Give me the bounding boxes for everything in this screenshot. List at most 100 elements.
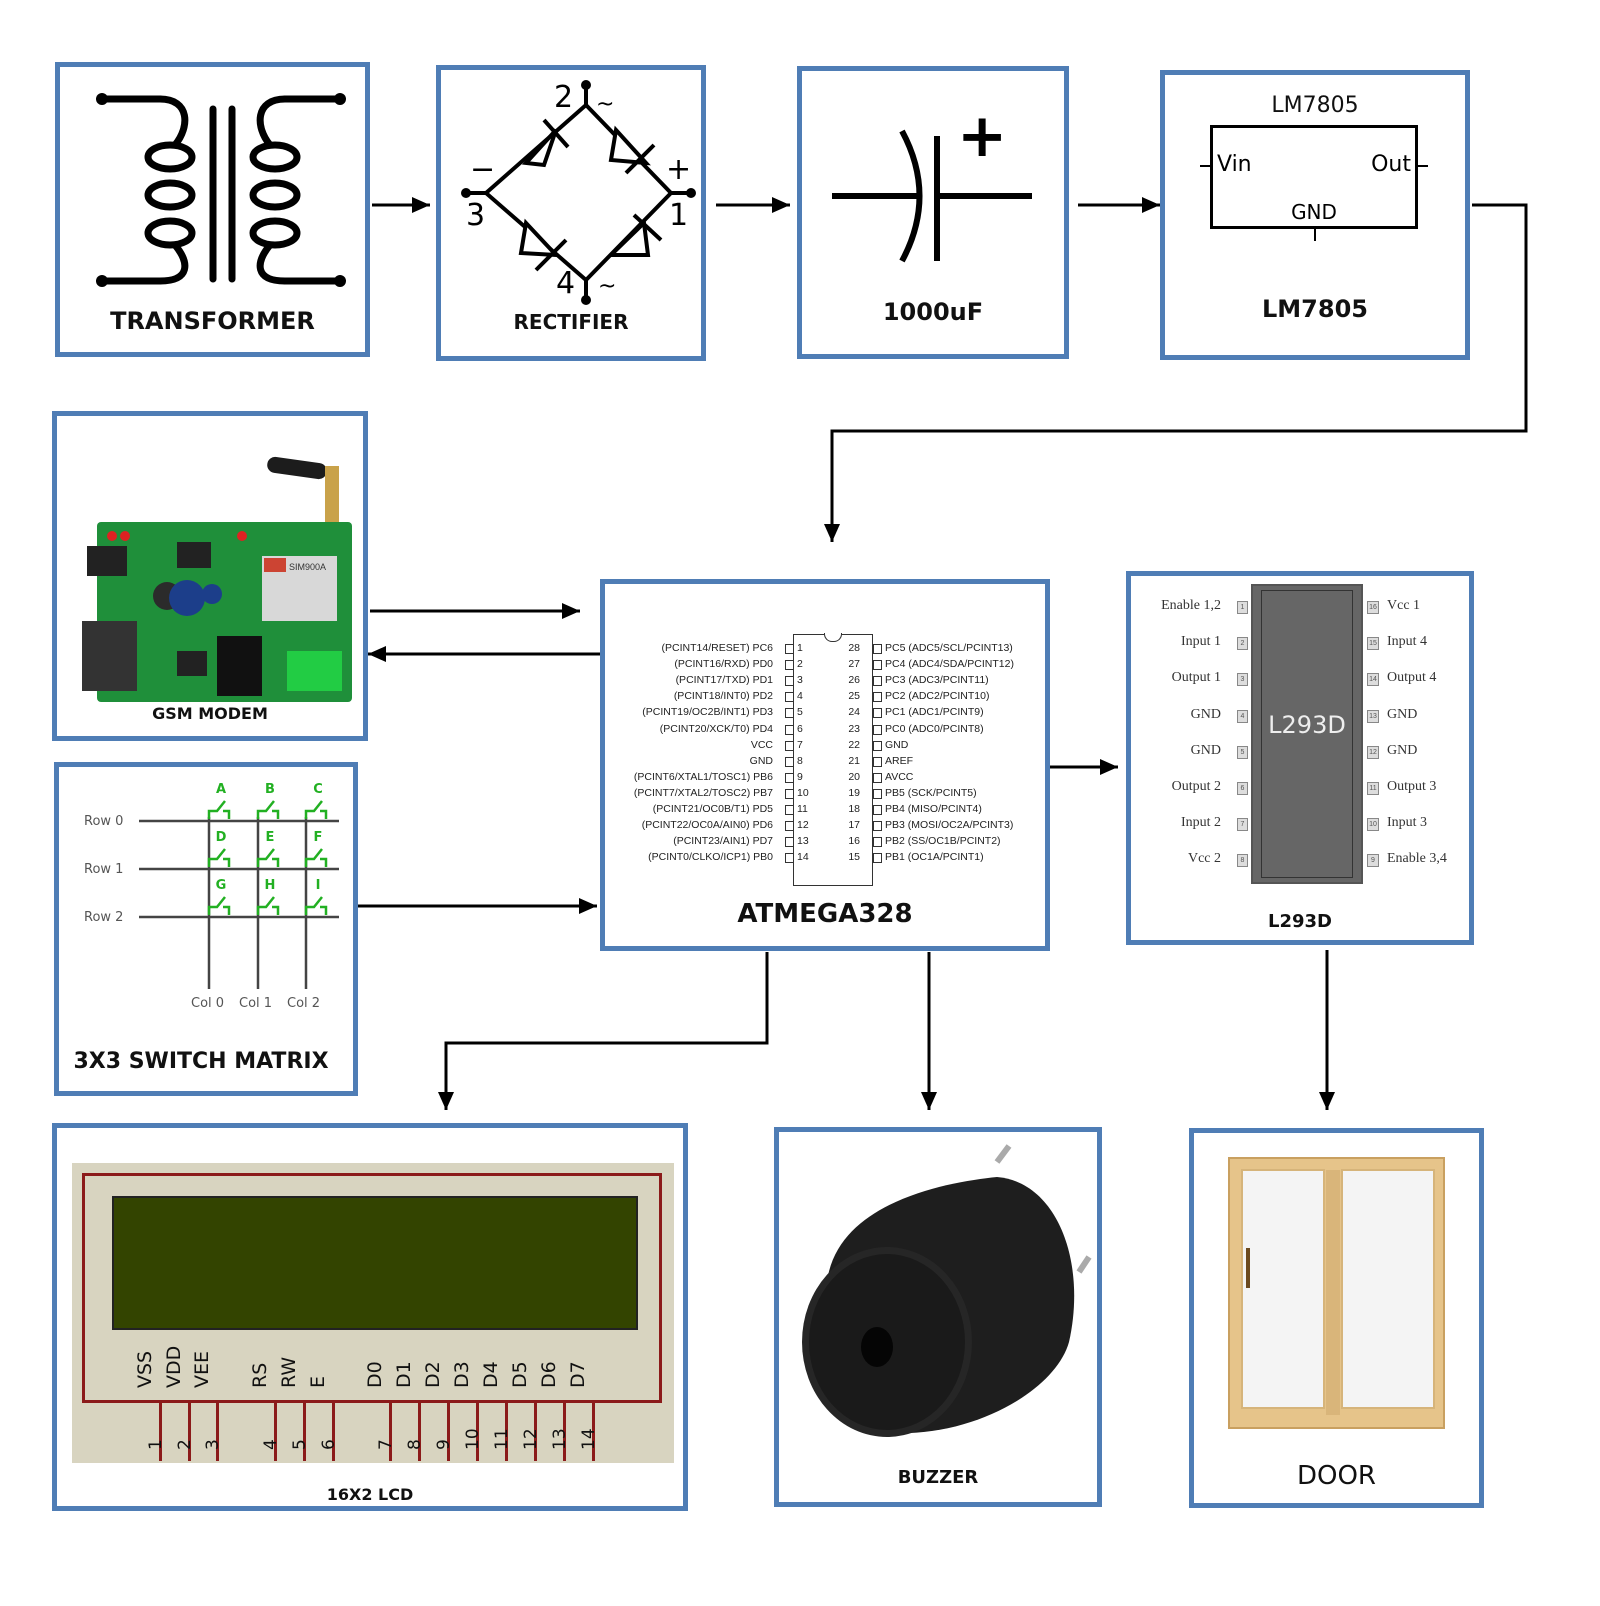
mcu-chip-body <box>793 633 873 886</box>
driver-pin-name: Input 3 <box>1387 815 1428 831</box>
mcu-pin-name: (PCINT18/INT0) PD2 <box>673 690 773 703</box>
lcd-pin-name: VEE <box>191 1350 213 1388</box>
driver-pin-name: Output 4 <box>1387 670 1437 686</box>
l293d-chip-text: L293D <box>1268 711 1346 739</box>
lcd-pin-lead <box>216 1403 219 1461</box>
lcd-pin-number: 4 <box>261 1439 281 1450</box>
arrow-regulator-mcu <box>824 203 1528 542</box>
mcu-pin-pad <box>785 724 794 735</box>
key-label: F <box>314 830 323 845</box>
mcu-pin-number: 10 <box>797 786 809 799</box>
mcu-pin-number: 3 <box>797 674 803 687</box>
key-switch <box>207 800 231 819</box>
mcu-pin-number: 1 <box>797 642 803 654</box>
gsm-label: GSM MODEM <box>152 704 268 723</box>
mcu-pin-number: 24 <box>848 706 860 719</box>
lcd-pin-lead <box>389 1403 392 1461</box>
regulator-label: LM7805 <box>1262 295 1368 323</box>
driver-pin-number: 2 <box>1237 637 1248 651</box>
rectifier-minus: − <box>470 152 495 187</box>
lcd-pin-name: D1 <box>393 1361 415 1388</box>
lcd-pin-name: RW <box>278 1356 300 1388</box>
driver-pin-name: Output 1 <box>1171 670 1221 686</box>
lcd-screen <box>112 1196 638 1330</box>
rectifier-pin-4: 4 <box>556 266 575 301</box>
lcd-pin-lead <box>332 1403 335 1461</box>
mcu-pin-number: 17 <box>848 819 860 832</box>
driver-pin-number: 12 <box>1367 745 1379 759</box>
lcd-pin-lead <box>418 1403 421 1461</box>
driver-pin-number: 15 <box>1367 637 1379 651</box>
mcu-pin-name: (PCINT22/OC0A/AIN0) PD6 <box>641 819 773 832</box>
lcd-pin-name: D3 <box>451 1361 473 1388</box>
mcu-pin-name: (PCINT7/XTAL2/TOSC2) PB7 <box>633 786 773 799</box>
mcu-pin-pad <box>873 837 882 848</box>
mcu-pin-name: (PCINT21/OC0B/T1) PD5 <box>652 803 773 815</box>
lcd-pin-name: D5 <box>509 1361 531 1388</box>
lcd-pin-name: D4 <box>480 1361 502 1388</box>
arrow-mcu-lcd <box>438 952 769 1110</box>
rectifier-pin-2: 2 <box>554 80 573 115</box>
mcu-pin-number: 26 <box>848 674 860 687</box>
lcd-pin-number: 1 <box>146 1439 166 1450</box>
driver-pin-name: Vcc 1 <box>1387 598 1421 613</box>
bridge-rectifier-symbol: 2 ~ − 3 + 1 4 ~ <box>461 80 696 305</box>
lcd-pin-lead <box>274 1403 277 1461</box>
driver-pin-name: GND <box>1190 706 1221 722</box>
mcu-pin-name: PB2 (SS/OC1B/PCINT2) <box>885 835 1001 848</box>
mcu-pin-pad <box>785 644 794 654</box>
mcu-pin-number: 27 <box>848 658 860 671</box>
mcu-label: ATMEGA328 <box>737 899 913 929</box>
lcd-pin-name: D0 <box>364 1361 386 1388</box>
rectifier-block: 2 ~ − 3 + 1 4 ~ RECTIFIER <box>436 65 706 361</box>
driver-pin-name: GND <box>1387 706 1418 722</box>
pin-gnd: GND <box>1291 200 1337 224</box>
driver-pin-number: 16 <box>1367 601 1379 614</box>
lcd-pin-number: 13 <box>550 1428 570 1450</box>
mcu-pin-pad <box>873 821 882 832</box>
mcu-pin-name: (PCINT23/AIN1) PD7 <box>673 835 773 848</box>
door-block: DOOR <box>1189 1128 1484 1508</box>
lcd-pin-number: 2 <box>175 1439 195 1450</box>
lcd-pin-number: 12 <box>521 1428 541 1450</box>
lcd-pin-number: 9 <box>434 1439 454 1450</box>
mcu-pin-pad <box>785 772 794 783</box>
lcd-pin-name: VSS <box>134 1350 156 1388</box>
mcu-pin-pad <box>873 644 882 654</box>
mcu-pin-name: PB1 (OC1A/PCINT1) <box>885 851 984 864</box>
key-label: E <box>266 830 275 845</box>
mcu-pin-number: 2 <box>797 658 803 671</box>
mcu-pin-pad <box>873 724 882 735</box>
key-label: B <box>265 782 275 797</box>
mcu-pin-number: 12 <box>797 819 809 832</box>
mcu-pin-number: 7 <box>797 738 803 751</box>
mcu-pin-name: PC1 (ADC1/PCINT9) <box>885 706 984 719</box>
mcu-pin-name: PC3 (ADC3/PCINT11) <box>885 674 989 687</box>
driver-pin-number: 3 <box>1237 673 1248 687</box>
lcd-pin-lead <box>159 1403 162 1461</box>
lcd-pin-lead <box>563 1403 566 1461</box>
out-lead <box>1416 165 1428 167</box>
mcu-pin-name: PB4 (MISO/PCINT4) <box>885 803 982 815</box>
mcu-pin-pad <box>785 676 794 687</box>
gnd-lead <box>1314 229 1316 241</box>
transformer-label: TRANSFORMER <box>110 307 315 335</box>
gsm-module-text: SIM900A <box>289 562 326 572</box>
driver-pin-name: Output 2 <box>1171 779 1221 794</box>
driver-pin-number: 13 <box>1367 709 1379 723</box>
driver-pin-name: Input 2 <box>1180 815 1221 831</box>
driver-pin-name: Vcc 2 <box>1187 851 1221 867</box>
key-label: H <box>265 878 276 893</box>
rectifier-plus: + <box>666 152 691 187</box>
rectifier-ac-bottom: ~ <box>598 274 616 299</box>
mcu-pin-pad <box>873 805 882 815</box>
key-switch <box>304 800 328 819</box>
row-label-2: Row 2 <box>84 910 123 925</box>
mcu-pin-pad <box>785 837 794 848</box>
row-label-1: Row 1 <box>84 862 123 877</box>
driver-pin-number: 14 <box>1367 673 1379 687</box>
mcu-pin-number: 8 <box>797 754 803 767</box>
